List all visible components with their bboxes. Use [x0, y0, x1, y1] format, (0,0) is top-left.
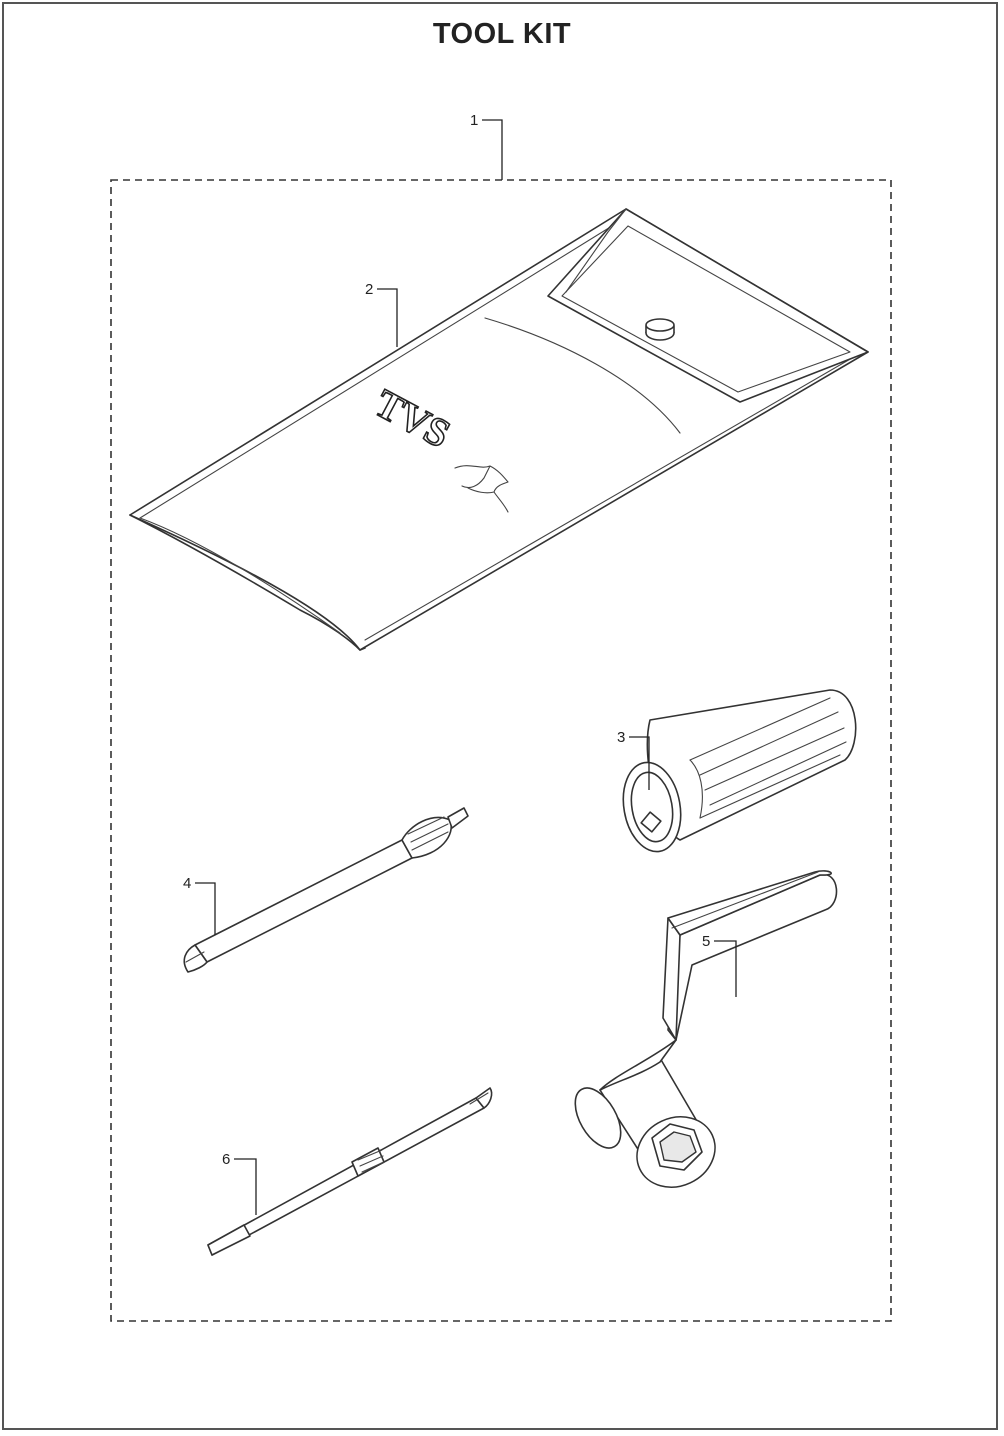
callout-5: 5	[702, 933, 737, 997]
kit-boundary	[110, 179, 892, 1322]
callout-3-label: 3	[617, 729, 625, 746]
callout-2: 2	[365, 281, 398, 347]
callout-5-label: 5	[702, 933, 710, 950]
callout-1-leader	[482, 119, 503, 180]
callout-2-leader	[377, 288, 398, 347]
callout-4-label: 4	[183, 875, 191, 892]
callout-3: 3	[617, 729, 650, 790]
callout-3-leader	[629, 736, 650, 790]
callout-6-label: 6	[222, 1151, 230, 1168]
callout-4: 4	[183, 875, 216, 935]
spark-plug-spanner	[574, 870, 838, 1188]
handle-grip	[622, 689, 857, 853]
screwdriver-bit	[183, 807, 469, 973]
diagram-title: TOOL KIT	[432, 18, 572, 50]
callout-6: 6	[222, 1151, 257, 1215]
callout-2-label: 2	[365, 281, 373, 298]
callout-4-leader	[195, 882, 216, 935]
callout-1: 1	[470, 112, 503, 180]
callout-5-leader	[714, 940, 737, 997]
double-ended-screwdriver	[207, 1087, 493, 1256]
tool-pouch: TVS	[129, 208, 869, 651]
callout-6-leader	[234, 1158, 257, 1215]
horse-emblem-icon	[454, 465, 509, 513]
callout-1-label: 1	[470, 112, 478, 129]
